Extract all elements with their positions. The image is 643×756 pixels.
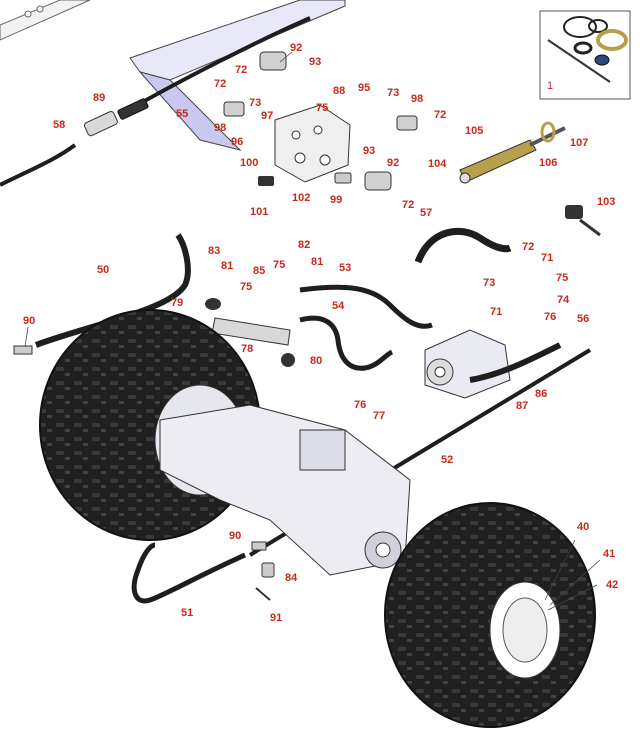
callout-58: 58 xyxy=(53,119,66,131)
callout-82: 82 xyxy=(298,239,311,251)
callout-79: 79 xyxy=(171,297,184,309)
tee-fitting-90 xyxy=(13,345,33,355)
callout-42: 42 xyxy=(606,579,619,591)
callout-88: 88 xyxy=(333,85,346,97)
callout-80: 80 xyxy=(310,355,323,367)
callout-56: 56 xyxy=(577,313,590,325)
callout-75: 75 xyxy=(556,272,569,284)
callout-100: 100 xyxy=(240,157,259,169)
callout-93: 93 xyxy=(309,56,322,68)
tee-fitting-90b xyxy=(251,541,267,551)
callout-41: 41 xyxy=(603,548,616,560)
callout-50: 50 xyxy=(97,264,110,276)
hose-56 xyxy=(469,342,562,383)
callout-81: 81 xyxy=(221,260,234,272)
callout-85: 85 xyxy=(253,265,266,277)
hose-54 xyxy=(299,315,394,371)
callout-84: 84 xyxy=(285,572,298,584)
fitting-84 xyxy=(261,562,275,578)
cylinder-105 xyxy=(459,121,566,184)
callout-75: 75 xyxy=(240,281,253,293)
callout-72: 72 xyxy=(402,199,415,211)
leader-lines xyxy=(24,51,601,611)
callout-92: 92 xyxy=(387,157,400,169)
callout-76: 76 xyxy=(354,399,367,411)
callout-95: 95 xyxy=(358,82,371,94)
callout-105: 105 xyxy=(465,125,484,137)
hose-50 xyxy=(34,233,191,348)
tie-rod-103 xyxy=(565,205,601,237)
hose-51 xyxy=(131,542,247,604)
callout-54: 54 xyxy=(332,300,345,312)
hydraulic-pump xyxy=(424,329,511,399)
callout-106: 106 xyxy=(539,157,558,169)
callout-102: 102 xyxy=(292,192,311,204)
pin-91 xyxy=(255,587,271,601)
inset-label: 1 xyxy=(547,80,553,92)
steering-cylinder xyxy=(205,298,295,367)
callout-77: 77 xyxy=(373,410,386,422)
callout-104: 104 xyxy=(428,158,447,170)
callout-78: 78 xyxy=(241,343,254,355)
callout-74: 74 xyxy=(557,294,570,306)
callout-40: 40 xyxy=(577,521,590,533)
callout-96: 96 xyxy=(231,136,244,148)
callout-83: 83 xyxy=(208,245,221,257)
valve-block xyxy=(274,104,351,183)
callout-72: 72 xyxy=(214,78,227,90)
hose-53 xyxy=(299,284,433,329)
callout-53: 53 xyxy=(339,262,352,274)
right-tire xyxy=(384,502,596,728)
callout-89: 89 xyxy=(93,92,106,104)
callout-72: 72 xyxy=(522,241,535,253)
transaxle xyxy=(159,404,411,576)
callout-52: 52 xyxy=(441,454,454,466)
fitting-89 xyxy=(83,98,149,137)
callout-72: 72 xyxy=(434,109,447,121)
callout-98: 98 xyxy=(411,93,424,105)
elbow-fittings xyxy=(223,51,418,191)
callout-101: 101 xyxy=(250,206,269,218)
callout-92: 92 xyxy=(290,42,303,54)
callout-72: 72 xyxy=(235,64,248,76)
callout-107: 107 xyxy=(570,137,589,149)
callout-87: 87 xyxy=(516,400,529,412)
callout-91: 91 xyxy=(270,612,283,624)
callout-93: 93 xyxy=(363,145,376,157)
callout-71: 71 xyxy=(541,252,554,264)
callout-75: 75 xyxy=(273,259,286,271)
hose-58 xyxy=(0,143,77,187)
callout-73: 73 xyxy=(387,87,400,99)
callout-51: 51 xyxy=(181,607,194,619)
seal-kit-inset: 1 xyxy=(539,10,631,100)
callout-57: 57 xyxy=(420,207,433,219)
callout-81: 81 xyxy=(311,256,324,268)
callout-75: 75 xyxy=(316,102,329,114)
callout-98: 98 xyxy=(214,122,227,134)
callout-55: 55 xyxy=(176,108,189,120)
callout-90: 90 xyxy=(229,530,242,542)
callout-90: 90 xyxy=(23,315,36,327)
callout-76: 76 xyxy=(544,311,557,323)
callout-99: 99 xyxy=(330,194,343,206)
callout-73: 73 xyxy=(249,97,262,109)
callout-86: 86 xyxy=(535,388,548,400)
callout-73: 73 xyxy=(483,277,496,289)
callout-103: 103 xyxy=(597,196,616,208)
callout-97: 97 xyxy=(261,110,274,122)
callout-71: 71 xyxy=(490,306,503,318)
hose-57 xyxy=(414,227,512,264)
